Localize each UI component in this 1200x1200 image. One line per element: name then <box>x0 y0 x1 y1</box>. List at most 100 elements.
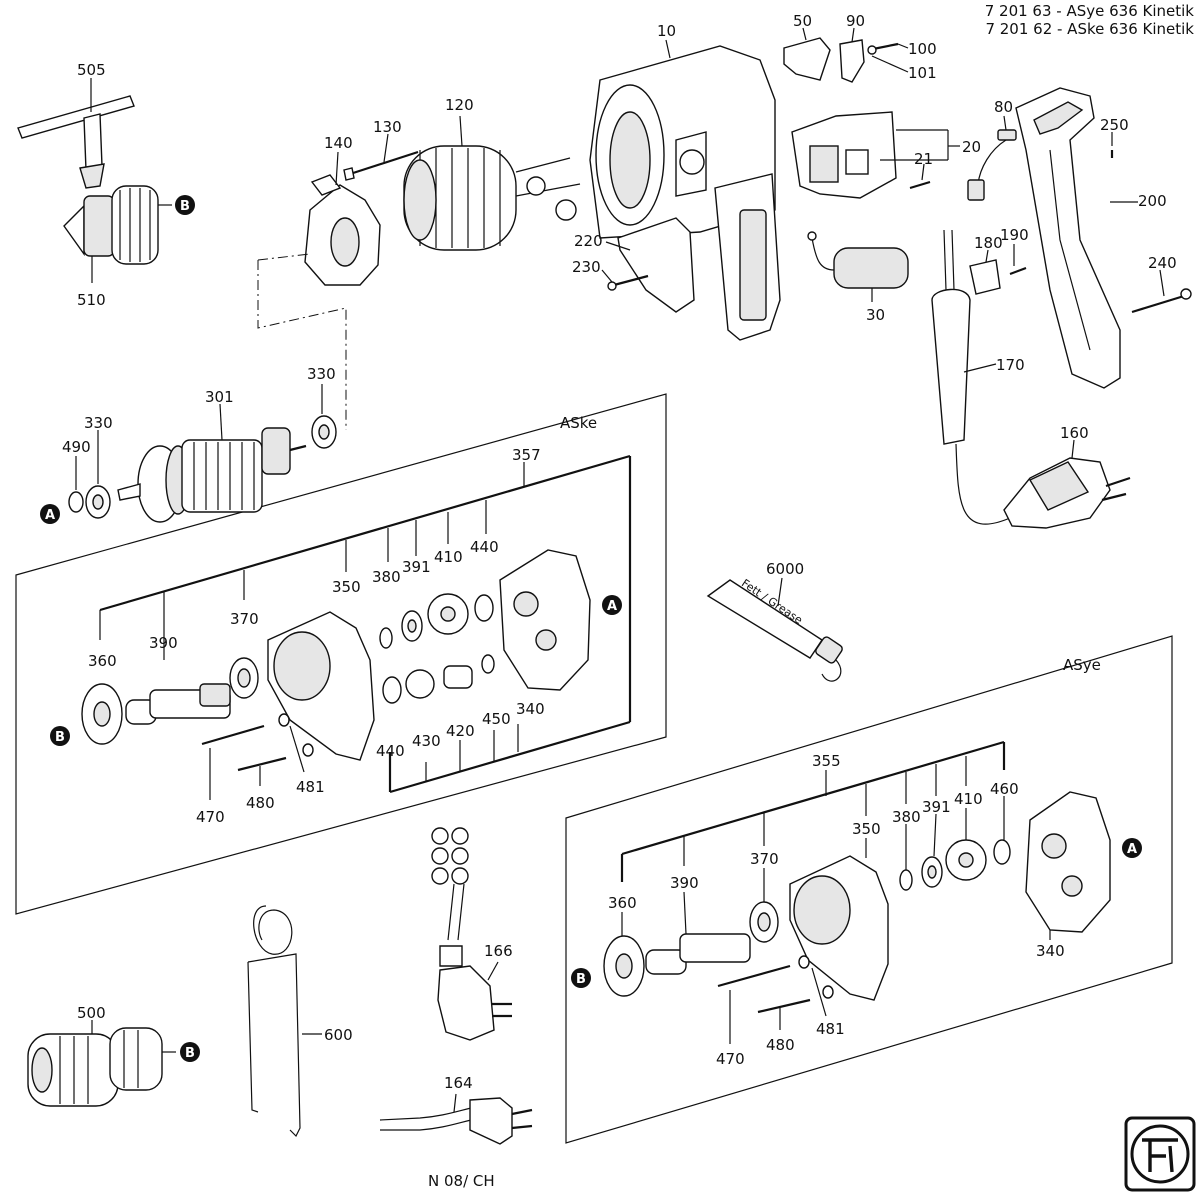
bearing-330-rear <box>311 384 337 449</box>
label-ask-391: 391 <box>402 558 431 576</box>
label-ask-480: 480 <box>246 794 275 812</box>
ref-marker-b-keychuck: B <box>175 195 195 215</box>
bearing-330-front <box>85 430 111 519</box>
svg-text:A: A <box>607 599 617 614</box>
label-140: 140 <box>324 134 353 152</box>
label-10: 10 <box>657 22 676 40</box>
svg-text:A: A <box>1127 842 1137 857</box>
aske-gear-430 <box>405 669 435 699</box>
aske-pinion-420 <box>443 665 473 689</box>
label-190: 190 <box>1000 226 1029 244</box>
grease-tube-6000: Fett / Grease <box>706 577 843 682</box>
aske-screw-480 <box>237 756 287 786</box>
label-ask-380: 380 <box>372 568 401 586</box>
label-asy-340: 340 <box>1036 942 1065 960</box>
handle-shell-200 <box>1015 87 1121 389</box>
label-164: 164 <box>444 1074 473 1092</box>
label-ask-370: 370 <box>230 610 259 628</box>
svg-text:B: B <box>185 1046 195 1061</box>
footer-code: N 08/ CH <box>428 1172 495 1190</box>
power-cable-170 <box>931 229 1011 525</box>
carbon-brush-80 <box>967 115 1017 201</box>
asye-bearing-370 <box>749 868 779 943</box>
asye-flange-360 <box>603 912 645 997</box>
assembly-dashline <box>257 253 347 430</box>
label-510: 510 <box>77 291 106 309</box>
screw-190 <box>1009 244 1027 276</box>
asye-bearing-460 <box>993 796 1011 865</box>
asye-screw-470 <box>717 964 791 1044</box>
asye-retaining-ring-380 <box>899 824 913 891</box>
ref-marker-a-asye: A <box>1122 838 1142 858</box>
label-asy-481: 481 <box>816 1020 845 1038</box>
label-asy-370: 370 <box>750 850 779 868</box>
label-220: 220 <box>574 232 603 250</box>
aske-gear-housing-350 <box>267 611 375 761</box>
label-ask-350: 350 <box>332 578 361 596</box>
asye-bracket <box>620 740 1006 882</box>
label-ask-481: 481 <box>296 778 325 796</box>
label-30: 30 <box>866 306 885 324</box>
svg-text:B: B <box>180 199 190 214</box>
aske-flange-360 <box>81 683 123 745</box>
label-330-rear: 330 <box>307 365 336 383</box>
locking-button-90 <box>839 27 865 83</box>
label-ask-470: 470 <box>196 808 225 826</box>
label-120: 120 <box>445 96 474 114</box>
field-coil-120 <box>403 115 581 251</box>
aske-group-frame <box>15 393 667 915</box>
label-ask-390: 390 <box>149 634 178 652</box>
asye-washer-481 <box>798 955 834 1017</box>
ref-marker-a-aske: A <box>602 595 622 615</box>
label-230: 230 <box>572 258 601 276</box>
label-ask-420: 420 <box>446 722 475 740</box>
aske-bearing-440-upper <box>474 594 494 622</box>
motor-housing-10 <box>589 39 781 341</box>
aske-group-label: ASke <box>560 414 597 432</box>
cable-plug-164 <box>379 1093 533 1145</box>
aske-gear-410 <box>427 593 469 635</box>
aske-washer-391 <box>401 610 423 642</box>
ref-marker-b-asye: B <box>571 968 591 988</box>
label-505: 505 <box>77 61 106 79</box>
label-600: 600 <box>324 1026 353 1044</box>
bearing-plate-140 <box>304 151 381 286</box>
chuck-key-505 <box>17 78 135 189</box>
model-line-aske: 7 201 62 - ASke 636 Kinetik <box>985 20 1194 38</box>
mains-plug-160 <box>1003 439 1131 529</box>
asye-spindle-390 <box>645 891 751 975</box>
label-asy-360: 360 <box>608 894 637 912</box>
label-ask-440-upper: 440 <box>470 538 499 556</box>
aske-washer-481 <box>278 713 314 773</box>
label-ask-410: 410 <box>434 548 463 566</box>
screw-240 <box>1131 269 1192 314</box>
label-asy-390: 390 <box>670 874 699 892</box>
label-170: 170 <box>996 356 1025 374</box>
asye-gear-410 <box>945 808 987 881</box>
label-180: 180 <box>974 234 1003 252</box>
label-240: 240 <box>1148 254 1177 272</box>
wire-clip-600 <box>247 905 322 1138</box>
model-line-asye: 7 201 63 - ASye 636 Kinetik <box>984 2 1194 20</box>
label-asy-460: 460 <box>990 780 1019 798</box>
switch-button-50 <box>783 27 831 81</box>
aske-screw-470 <box>201 724 265 800</box>
svg-text:B: B <box>576 972 586 987</box>
label-20: 20 <box>962 138 981 156</box>
aske-retaining-ring-380 <box>379 627 393 649</box>
aske-bearing-370 <box>229 657 259 699</box>
label-21: 21 <box>914 150 933 168</box>
screw-230 <box>601 269 649 291</box>
leader-101 <box>871 55 909 73</box>
asye-gear-housing-350 <box>789 838 889 1001</box>
asye-group-frame <box>565 635 1173 1144</box>
capacitor-30 <box>807 231 909 302</box>
label-90: 90 <box>846 12 865 30</box>
ref-marker-b-keyless: B <box>180 1042 200 1062</box>
label-301: 301 <box>205 388 234 406</box>
armature-301 <box>117 403 307 523</box>
label-500: 500 <box>77 1004 106 1022</box>
asye-group-label: ASye <box>1063 656 1101 674</box>
label-asy-350: 350 <box>852 820 881 838</box>
